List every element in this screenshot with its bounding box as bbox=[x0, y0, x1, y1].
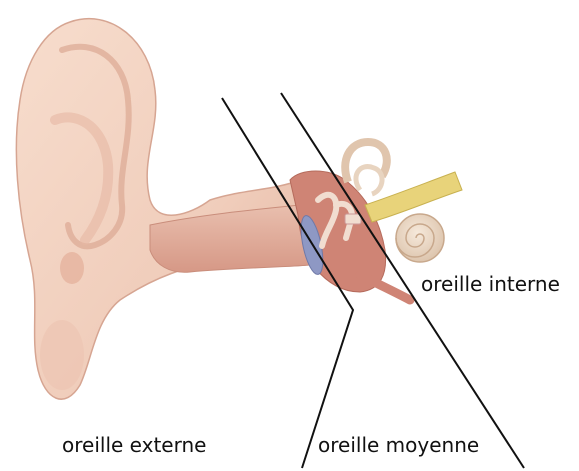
outer-ear-label: oreille externe bbox=[62, 435, 206, 455]
stapes bbox=[345, 214, 361, 224]
tragus bbox=[60, 252, 84, 284]
middle-ear-label: oreille moyenne bbox=[318, 435, 479, 455]
inner-ear-label: oreille interne bbox=[421, 274, 560, 294]
earlobe bbox=[40, 320, 84, 390]
semicircular-canal-2 bbox=[356, 167, 382, 194]
cochlea bbox=[396, 214, 444, 262]
